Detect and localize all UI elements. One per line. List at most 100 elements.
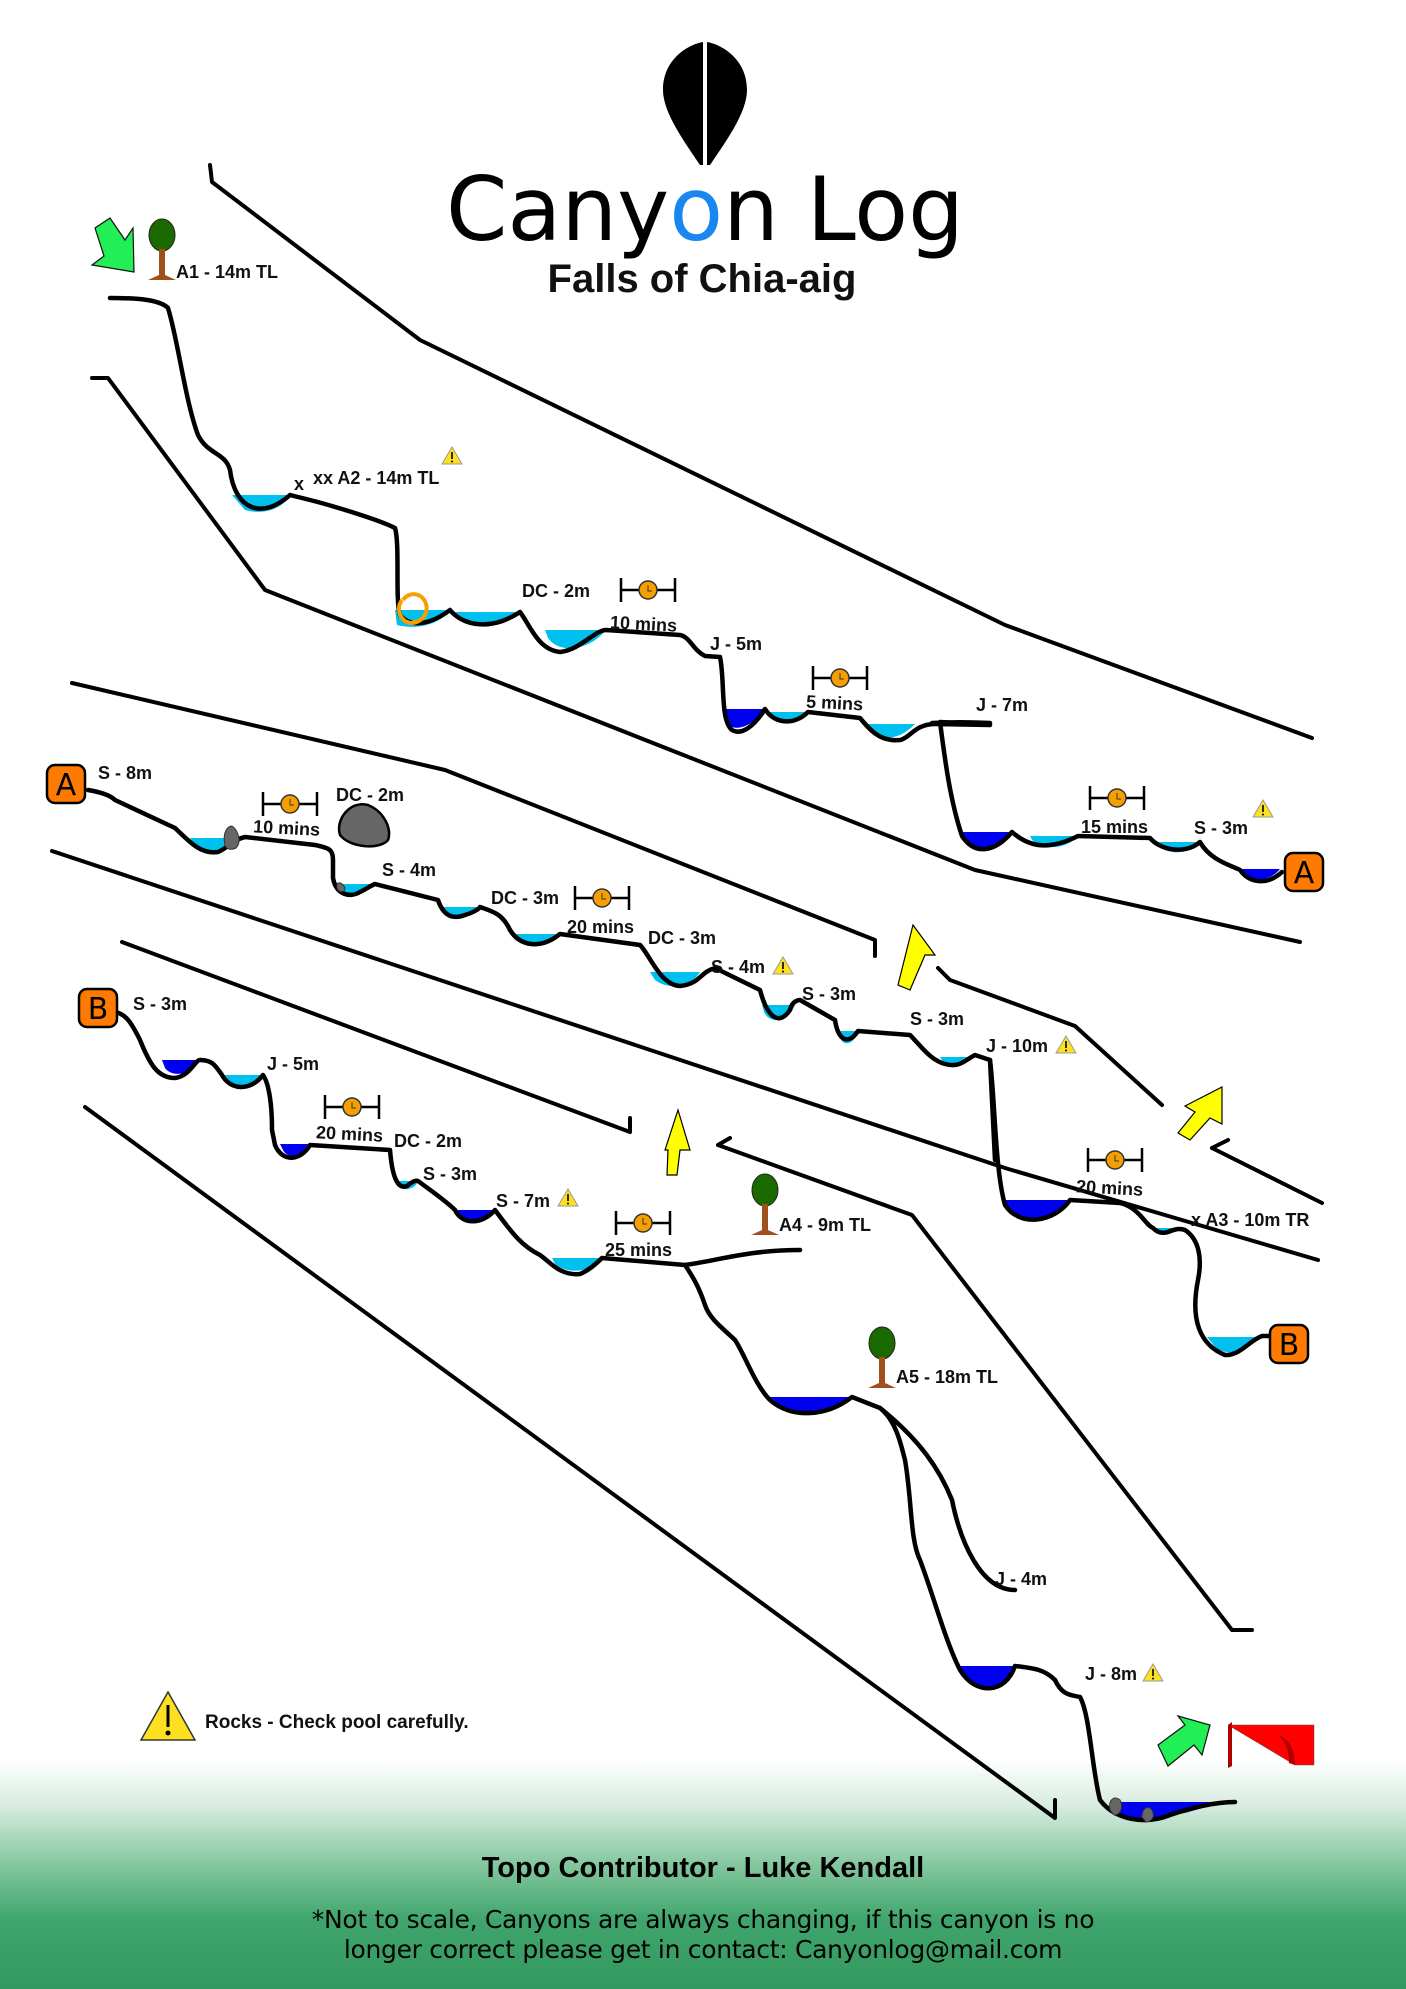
section-marker-b-end: B (1268, 1323, 1310, 1365)
canyon-wall (716, 1136, 1254, 1632)
duration-label: 10 mins (253, 816, 321, 839)
canyon-log-logo (663, 42, 747, 165)
section-marker-a-end: A (1283, 851, 1325, 893)
svg-text:A: A (56, 768, 77, 803)
warning-icon (1055, 1035, 1077, 1054)
canyon-wall (208, 163, 1314, 740)
canyon-wall (70, 681, 877, 958)
obstacle-label: DC - 2m (336, 785, 404, 805)
duration-label: 15 mins (1081, 817, 1148, 837)
canyon-wall (90, 376, 1302, 944)
warning-icon (441, 446, 463, 465)
obstacle-label: S - 3m (910, 1009, 964, 1029)
pool-deep (162, 1060, 200, 1074)
tree-anchor-icon (867, 1326, 897, 1389)
obstacle-label: S - 3m (802, 984, 856, 1004)
tree-anchor-icon (750, 1173, 780, 1236)
obstacle-label: J - 8m (1085, 1664, 1137, 1684)
clock-icon (323, 1093, 381, 1121)
svg-text:B: B (1279, 1328, 1300, 1363)
direction-arrow-icon (664, 1107, 691, 1176)
clock-icon (1088, 784, 1146, 812)
bridge-icon (1227, 1722, 1315, 1768)
warning-icon (557, 1188, 579, 1207)
brand-title: Canyon Log (446, 158, 964, 261)
pool-deep (722, 709, 765, 728)
svg-text:B: B (88, 992, 109, 1027)
obstacle-label: x A3 - 10m TR (1191, 1210, 1309, 1230)
exit-arrow-icon (1157, 1714, 1211, 1767)
duration-label: 20 mins (1076, 1176, 1144, 1199)
obstacle-label: J - 7m (976, 695, 1028, 715)
direction-arrow-icon (1177, 1086, 1223, 1141)
obstacle-label: A1 - 14m TL (176, 262, 278, 282)
section-marker-a-start: A (45, 763, 87, 805)
clock-icon (261, 790, 319, 818)
obstacle-label: S - 3m (1194, 818, 1248, 838)
obstacle-label: J - 10m (986, 1036, 1048, 1056)
tree-anchor-icon (147, 218, 177, 281)
pool-deep (963, 832, 1012, 849)
pool (232, 495, 290, 512)
canyon-wall (936, 966, 1164, 1107)
obstacle-label: DC - 3m (491, 888, 559, 908)
canyon-floor (112, 1009, 803, 1277)
obstacle-label: DC - 2m (394, 1131, 462, 1151)
rotation-hazard-icon (396, 592, 429, 625)
obstacle-label: A4 - 9m TL (779, 1215, 871, 1235)
rock-icon (223, 825, 240, 850)
disclaimer-line-2: longer correct please get in contact: Ca… (343, 1935, 1063, 1964)
legend-warning-text: Rocks - Check pool carefully. (205, 1712, 469, 1733)
rock-icon (336, 882, 346, 893)
obstacle-label: S - 3m (423, 1164, 477, 1184)
boulder-icon (337, 802, 391, 848)
canyon-floor (682, 1262, 1238, 1823)
warning-icon (772, 956, 794, 975)
obstacle-label: DC - 3m (648, 928, 716, 948)
duration-label: 20 mins (316, 1122, 384, 1145)
section-marker-b-start: B (77, 987, 119, 1029)
obstacle-label: J - 5m (710, 634, 762, 654)
canyon-wall (1210, 1138, 1324, 1205)
clock-icon (619, 576, 677, 604)
obstacle-label: S - 8m (98, 763, 152, 783)
obstacle-label: xx A2 - 14m TL (313, 468, 439, 488)
logo-drop-left (663, 42, 703, 165)
obstacle-label: J - 5m (267, 1054, 319, 1074)
warning-icon (1252, 799, 1274, 818)
rock-icon (1141, 1807, 1154, 1823)
obstacle-label: x (294, 474, 304, 494)
clock-icon (573, 884, 631, 912)
pool-deep (1110, 1802, 1215, 1818)
footer-background (0, 1760, 1406, 1989)
svg-text:A: A (1294, 856, 1315, 891)
disclaimer-line-1: *Not to scale, Canyons are always changi… (311, 1905, 1095, 1934)
canyon-floor-side-branch (877, 1405, 1018, 1593)
obstacle-label: DC - 2m (522, 581, 590, 601)
canyon-floor (107, 295, 1285, 884)
rock-icon (1109, 1797, 1123, 1816)
obstacle-label: A5 - 18m TL (896, 1367, 998, 1387)
obstacle-label: S - 7m (496, 1191, 550, 1211)
clock-icon (614, 1209, 672, 1237)
disclaimer-note: *Not to scale, Canyons are always changi… (0, 1905, 1406, 1965)
obstacle-label: J - 4m (995, 1569, 1047, 1589)
canyon-wall (83, 1105, 1057, 1820)
obstacle-label: S - 4m (711, 957, 765, 977)
duration-label: 10 mins (610, 612, 678, 635)
canyon-name: Falls of Chia-aig (548, 257, 857, 301)
obstacle-label: S - 3m (133, 994, 187, 1014)
duration-label: 20 mins (567, 917, 634, 937)
obstacle-label: S - 4m (382, 860, 436, 880)
warning-icon (1142, 1663, 1164, 1682)
topo-contributor: Topo Contributor - Luke Kendall (481, 1852, 925, 1884)
clock-icon (811, 664, 869, 692)
legend-warning-icon (139, 1690, 197, 1741)
duration-label: 25 mins (605, 1240, 672, 1260)
entry-arrow-icon (90, 217, 135, 273)
direction-arrow-icon (897, 923, 937, 991)
clock-icon (1086, 1146, 1144, 1174)
canyon-wall (120, 940, 632, 1134)
canyon-wall (50, 849, 1320, 1262)
canyon-floor (929, 720, 993, 726)
